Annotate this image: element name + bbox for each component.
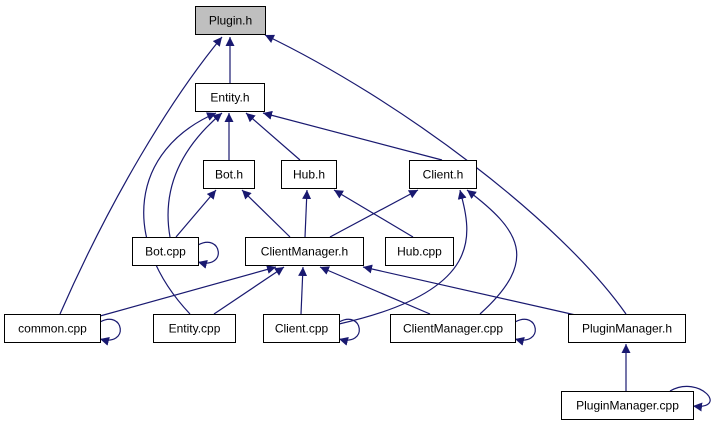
node-box[interactable] bbox=[153, 314, 236, 343]
node-clientmanager-h[interactable]: ClientManager.h bbox=[245, 237, 364, 266]
node-box[interactable] bbox=[281, 160, 337, 189]
node-client-h[interactable]: Client.h bbox=[409, 160, 477, 189]
node-label: common.cpp bbox=[18, 322, 87, 336]
node-pluginmanager-h[interactable]: PluginManager.h bbox=[568, 314, 686, 343]
node-clientmanager-cpp[interactable]: ClientManager.cpp bbox=[390, 314, 516, 343]
node-box[interactable] bbox=[245, 237, 364, 266]
node-entity-cpp[interactable]: Entity.cpp bbox=[153, 314, 236, 343]
self-loop-edge-client_cpp bbox=[338, 318, 360, 346]
edge-bot_cpp-to-bot_h bbox=[175, 189, 217, 238]
node-box[interactable] bbox=[195, 6, 266, 35]
node-box[interactable] bbox=[385, 237, 454, 266]
node-entity-h[interactable]: Entity.h bbox=[195, 83, 265, 112]
node-label: ClientManager.cpp bbox=[403, 322, 503, 336]
self-loop-edge-clientmanager_cpp bbox=[514, 318, 536, 346]
node-label: PluginManager.h bbox=[582, 322, 672, 336]
edge-common_cpp-to-plugin_h bbox=[59, 36, 223, 315]
node-common-cpp[interactable]: common.cpp bbox=[4, 314, 101, 343]
node-label: Client.h bbox=[423, 168, 464, 182]
node-box[interactable] bbox=[195, 83, 265, 112]
node-box[interactable] bbox=[4, 314, 101, 343]
edge-hub_h-to-entity_h bbox=[245, 112, 301, 161]
edge-client_cpp-to-clientmanager_h bbox=[298, 266, 308, 315]
node-box[interactable] bbox=[263, 314, 340, 343]
edge-bot_cpp-to-entity_h bbox=[167, 112, 223, 238]
node-box[interactable] bbox=[390, 314, 516, 343]
edge-clientmanager_h-to-bot_h bbox=[241, 189, 291, 238]
node-bot-h[interactable]: Bot.h bbox=[203, 160, 255, 189]
node-box[interactable] bbox=[132, 237, 199, 266]
node-box[interactable] bbox=[409, 160, 477, 189]
node-label: Entity.cpp bbox=[169, 322, 221, 336]
edge-client_h-to-entity_h bbox=[262, 110, 443, 161]
node-pluginmanager-cpp[interactable]: PluginManager.cpp bbox=[561, 391, 694, 420]
node-label: Bot.cpp bbox=[145, 245, 186, 259]
edge-entity_cpp-to-clientmanager_h bbox=[213, 266, 285, 315]
node-label: Hub.h bbox=[293, 168, 325, 182]
self-loop-edge-bot_cpp bbox=[197, 241, 219, 269]
self-loop-edge-pluginmanager_cpp bbox=[669, 385, 711, 412]
edge-client_cpp-to-client_h bbox=[338, 189, 468, 325]
node-plugin-h[interactable]: Plugin.h bbox=[195, 6, 266, 35]
node-label: Hub.cpp bbox=[397, 245, 442, 259]
node-label: ClientManager.h bbox=[261, 245, 348, 259]
node-bot-cpp[interactable]: Bot.cpp bbox=[132, 237, 199, 266]
node-label: Entity.h bbox=[210, 91, 249, 105]
self-loop-edge-common_cpp bbox=[99, 318, 121, 346]
node-label: Plugin.h bbox=[209, 14, 252, 28]
edge-clientmanager_h-to-hub_h bbox=[302, 189, 312, 238]
node-client-cpp[interactable]: Client.cpp bbox=[263, 314, 340, 343]
node-hub-cpp[interactable]: Hub.cpp bbox=[385, 237, 454, 266]
edge-common_cpp-to-clientmanager_h bbox=[99, 265, 277, 317]
edge-entity_cpp-to-entity_h bbox=[143, 112, 217, 315]
node-hub-h[interactable]: Hub.h bbox=[281, 160, 337, 189]
edge-pluginmanager_h-to-clientmanager_h bbox=[362, 264, 581, 317]
edge-clientmanager_cpp-to-client_h bbox=[466, 189, 518, 315]
node-box[interactable] bbox=[568, 314, 686, 343]
edges-layer bbox=[59, 34, 711, 412]
node-box[interactable] bbox=[561, 391, 694, 420]
edge-clientmanager_cpp-to-clientmanager_h bbox=[319, 266, 431, 315]
node-box[interactable] bbox=[203, 160, 255, 189]
node-label: Client.cpp bbox=[275, 322, 329, 336]
node-label: Bot.h bbox=[215, 168, 243, 182]
node-label: PluginManager.cpp bbox=[576, 399, 679, 413]
edge-clientmanager_h-to-client_h bbox=[329, 189, 419, 238]
